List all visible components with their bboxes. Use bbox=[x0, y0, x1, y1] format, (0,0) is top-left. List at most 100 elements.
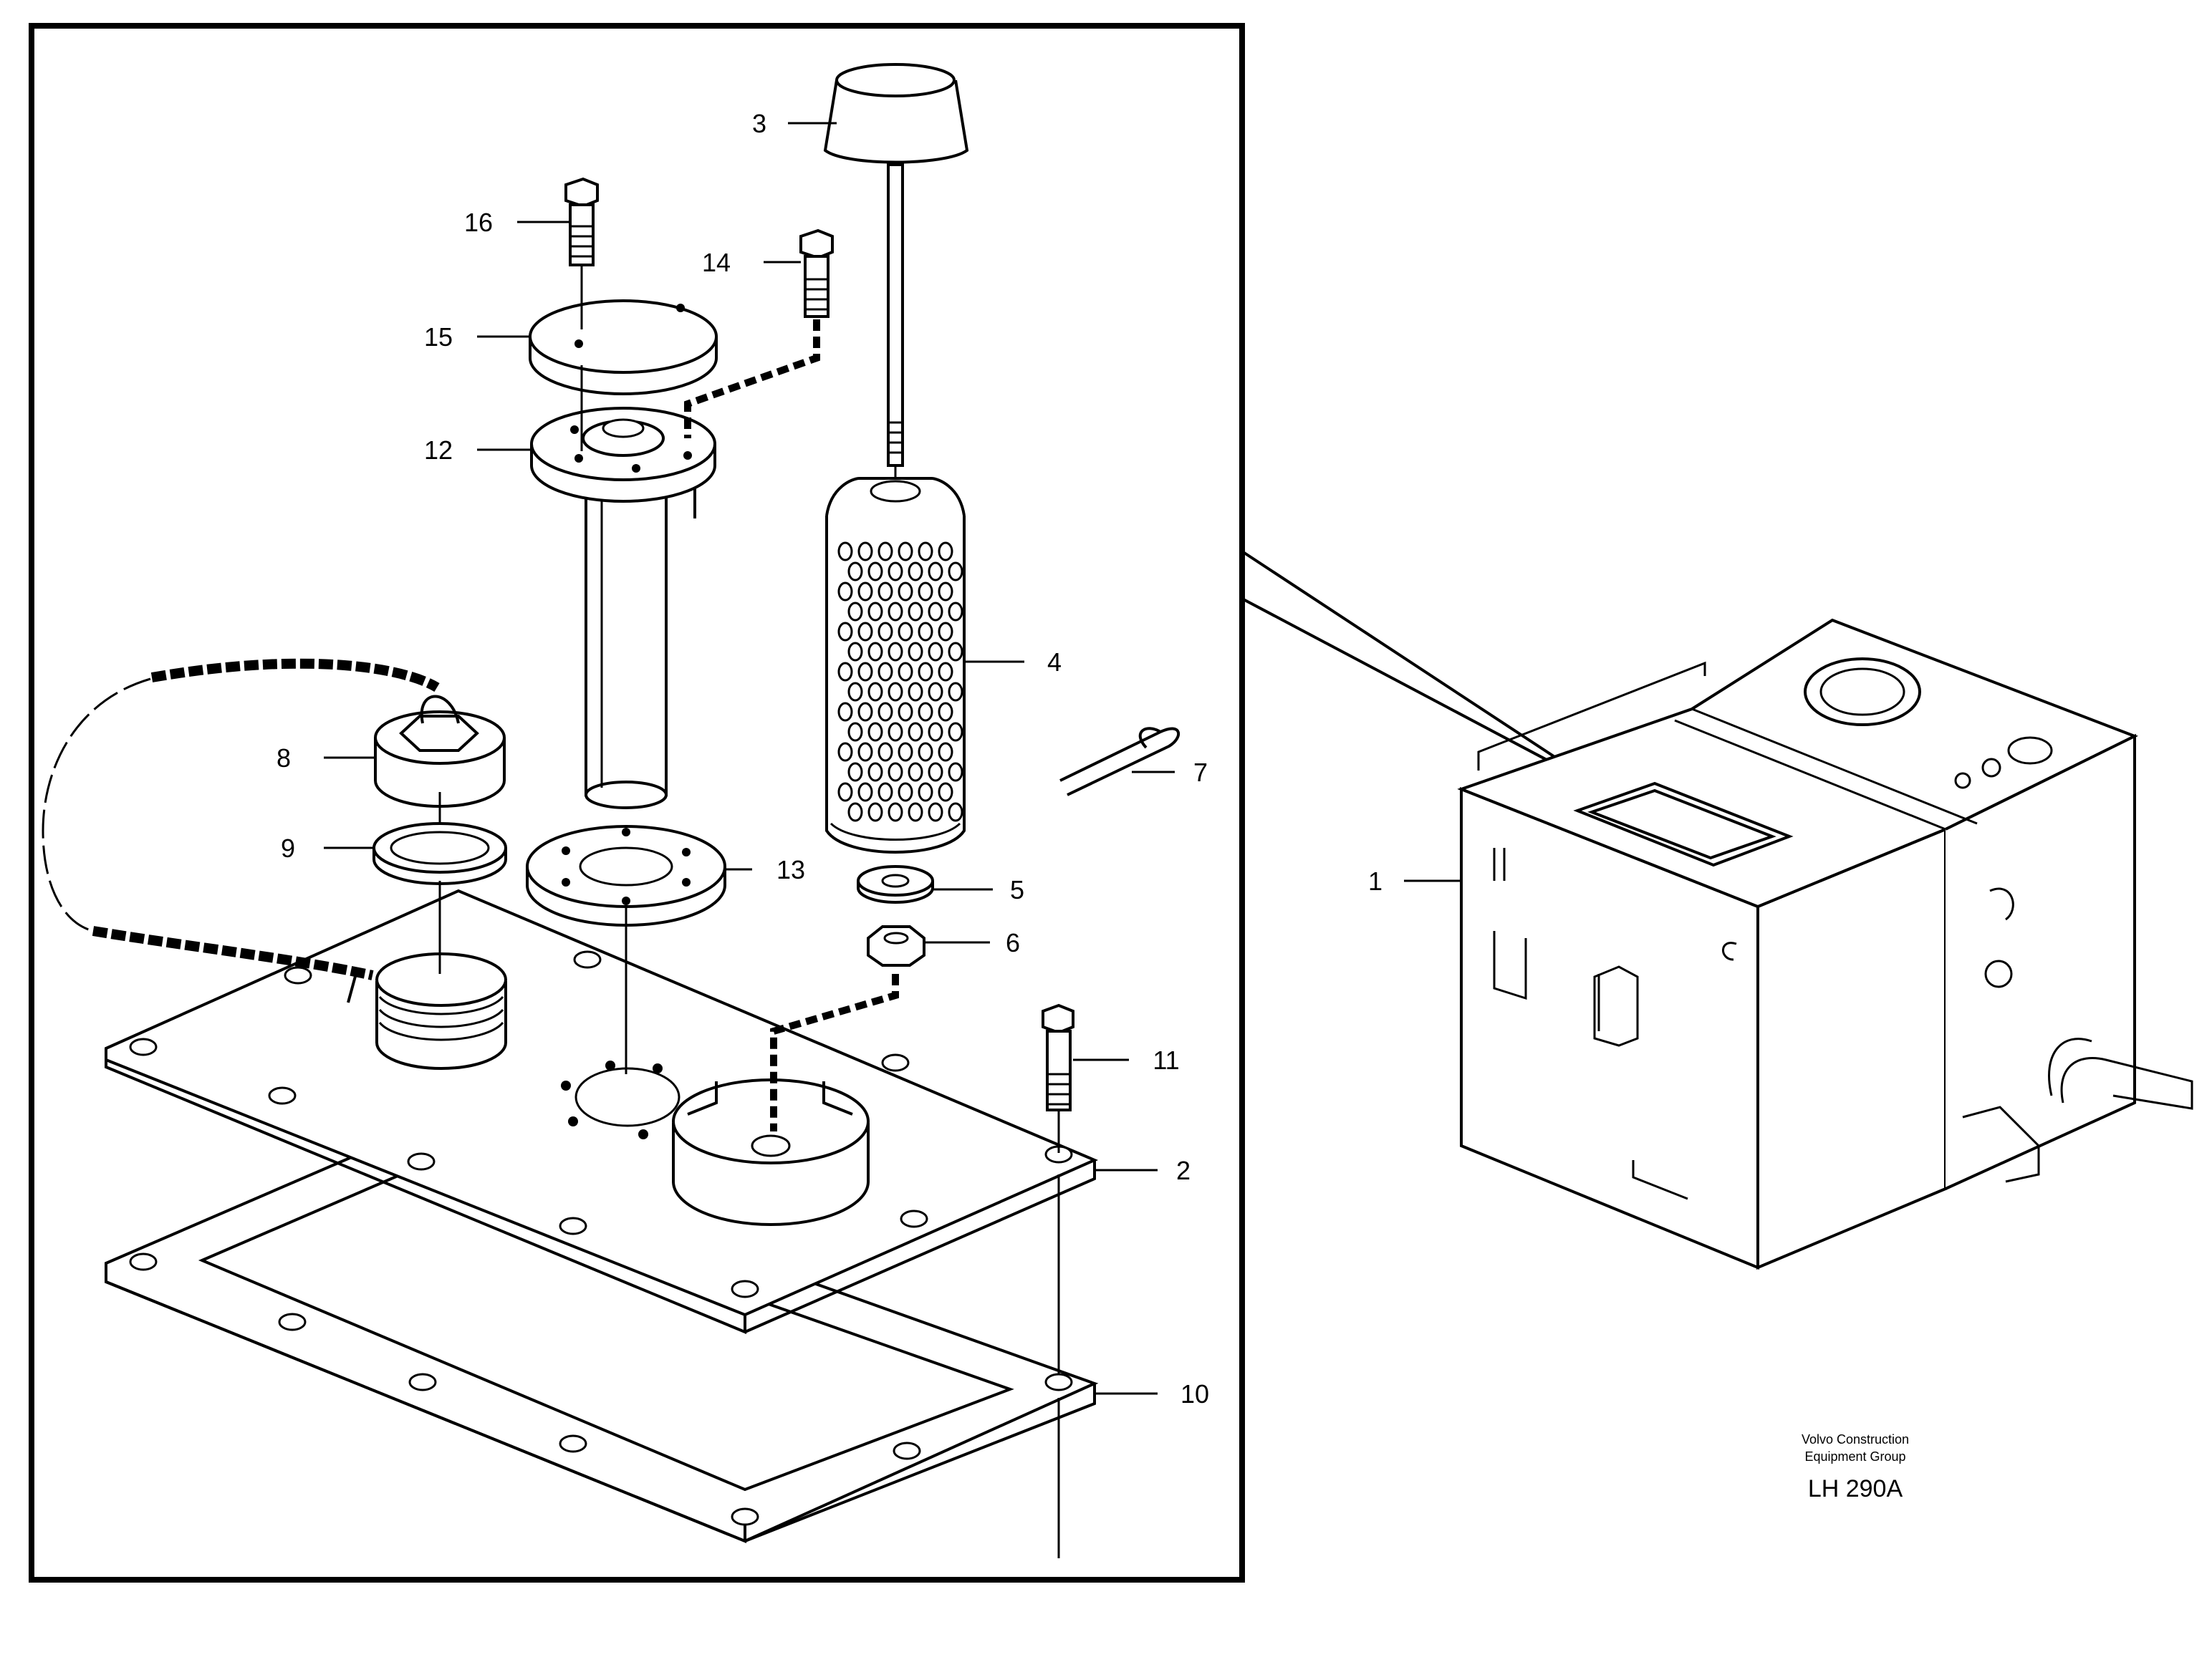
perforation-hole bbox=[888, 602, 903, 622]
perforation-hole bbox=[918, 702, 933, 722]
perforation-hole bbox=[938, 702, 953, 722]
perforation-hole bbox=[857, 782, 873, 802]
perforation-hole bbox=[938, 782, 953, 802]
cover-disc-part-15 bbox=[529, 299, 718, 395]
filter-perforations bbox=[837, 541, 963, 822]
perforation-hole bbox=[908, 642, 923, 662]
perforation-hole bbox=[867, 802, 883, 822]
perforation-hole bbox=[847, 602, 863, 622]
flange-ring-part-13 bbox=[526, 825, 726, 927]
perforation-hole bbox=[847, 802, 863, 822]
perforation-hole bbox=[898, 782, 913, 802]
perforation-hole bbox=[898, 662, 913, 682]
callout-6: 6 bbox=[1006, 928, 1020, 957]
perforation-hole bbox=[837, 581, 853, 602]
perforation-hole bbox=[847, 762, 863, 782]
perforation-hole bbox=[888, 561, 903, 581]
perforation-hole bbox=[908, 802, 923, 822]
perforation-hole bbox=[857, 622, 873, 642]
perforation-hole bbox=[857, 662, 873, 682]
perforation-hole bbox=[867, 561, 883, 581]
perforation-hole bbox=[898, 742, 913, 762]
perforation-hole bbox=[877, 541, 893, 561]
perforation-hole bbox=[867, 762, 883, 782]
perforation-hole bbox=[928, 802, 943, 822]
perforation-hole bbox=[888, 802, 903, 822]
perforation-hole bbox=[867, 722, 883, 742]
perforation-hole bbox=[948, 722, 963, 742]
callout-11: 11 bbox=[1153, 1046, 1179, 1075]
perforation-hole bbox=[888, 762, 903, 782]
perforation-hole bbox=[888, 722, 903, 742]
perforation-hole bbox=[867, 602, 883, 622]
callout-9: 9 bbox=[281, 834, 295, 863]
plate-center-opening bbox=[561, 1061, 681, 1139]
perforation-hole bbox=[867, 682, 883, 702]
perforation-hole bbox=[857, 581, 873, 602]
perforation-hole bbox=[908, 682, 923, 702]
perforation-hole bbox=[888, 682, 903, 702]
perforation-hole bbox=[928, 602, 943, 622]
callout-2: 2 bbox=[1176, 1156, 1191, 1185]
callout-13: 13 bbox=[776, 855, 805, 884]
perforation-hole bbox=[837, 622, 853, 642]
perforation-hole bbox=[877, 622, 893, 642]
perforation-hole bbox=[867, 642, 883, 662]
washer-part-5 bbox=[857, 865, 934, 904]
callout-1: 1 bbox=[1368, 866, 1382, 896]
perforation-hole bbox=[847, 561, 863, 581]
perforation-hole bbox=[857, 702, 873, 722]
credit-line-2: Equipment Group bbox=[1804, 1449, 1905, 1464]
perforation-hole bbox=[908, 762, 923, 782]
perforation-hole bbox=[918, 581, 933, 602]
callout-15: 15 bbox=[424, 322, 453, 352]
perforation-hole bbox=[938, 581, 953, 602]
cotter-pin-part-7 bbox=[1059, 727, 1180, 796]
perforation-hole bbox=[837, 662, 853, 682]
callout-14: 14 bbox=[702, 248, 731, 277]
perforation-hole bbox=[918, 541, 933, 561]
plate-holes bbox=[129, 950, 1073, 1526]
perforation-hole bbox=[918, 662, 933, 682]
perforation-hole bbox=[847, 722, 863, 742]
bolt-part-16 bbox=[564, 177, 599, 451]
filler-neck bbox=[375, 952, 507, 1070]
perforation-hole bbox=[938, 541, 953, 561]
perforation-hole bbox=[908, 561, 923, 581]
perforation-hole bbox=[928, 642, 943, 662]
perforation-hole bbox=[898, 581, 913, 602]
perforation-hole bbox=[948, 642, 963, 662]
perforation-hole bbox=[837, 782, 853, 802]
perforation-hole bbox=[837, 742, 853, 762]
perforation-hole bbox=[918, 742, 933, 762]
perforation-hole bbox=[948, 762, 963, 782]
filler-cap-part-8 bbox=[374, 695, 506, 808]
perforation-hole bbox=[918, 622, 933, 642]
perforation-hole bbox=[857, 541, 873, 561]
perforation-hole bbox=[877, 702, 893, 722]
perforation-hole bbox=[837, 541, 853, 561]
callout-12: 12 bbox=[424, 435, 453, 465]
callout-4: 4 bbox=[1047, 647, 1062, 677]
perforation-hole bbox=[877, 581, 893, 602]
perforation-hole bbox=[928, 762, 943, 782]
tank-assembly-part-1 bbox=[1457, 618, 2193, 1270]
callout-labels: 3 16 14 15 12 4 7 8 9 13 5 6 11 2 10 1 bbox=[276, 109, 1382, 1409]
perforation-hole bbox=[918, 782, 933, 802]
perforation-hole bbox=[857, 742, 873, 762]
perforation-hole bbox=[948, 561, 963, 581]
chain bbox=[42, 658, 440, 1003]
perforation-hole bbox=[877, 742, 893, 762]
credit-line-1: Volvo Construction bbox=[1802, 1432, 1909, 1447]
perforation-hole bbox=[948, 682, 963, 702]
dipstick-part-3 bbox=[823, 63, 969, 494]
callout-7: 7 bbox=[1193, 758, 1208, 787]
perforation-hole bbox=[938, 622, 953, 642]
perforation-hole bbox=[837, 702, 853, 722]
perforation-hole bbox=[908, 602, 923, 622]
drawing-code: LH 290A bbox=[1808, 1475, 1903, 1502]
detail-frame bbox=[29, 23, 1245, 1583]
seal-ring-part-9 bbox=[372, 822, 507, 885]
perforation-hole bbox=[928, 722, 943, 742]
